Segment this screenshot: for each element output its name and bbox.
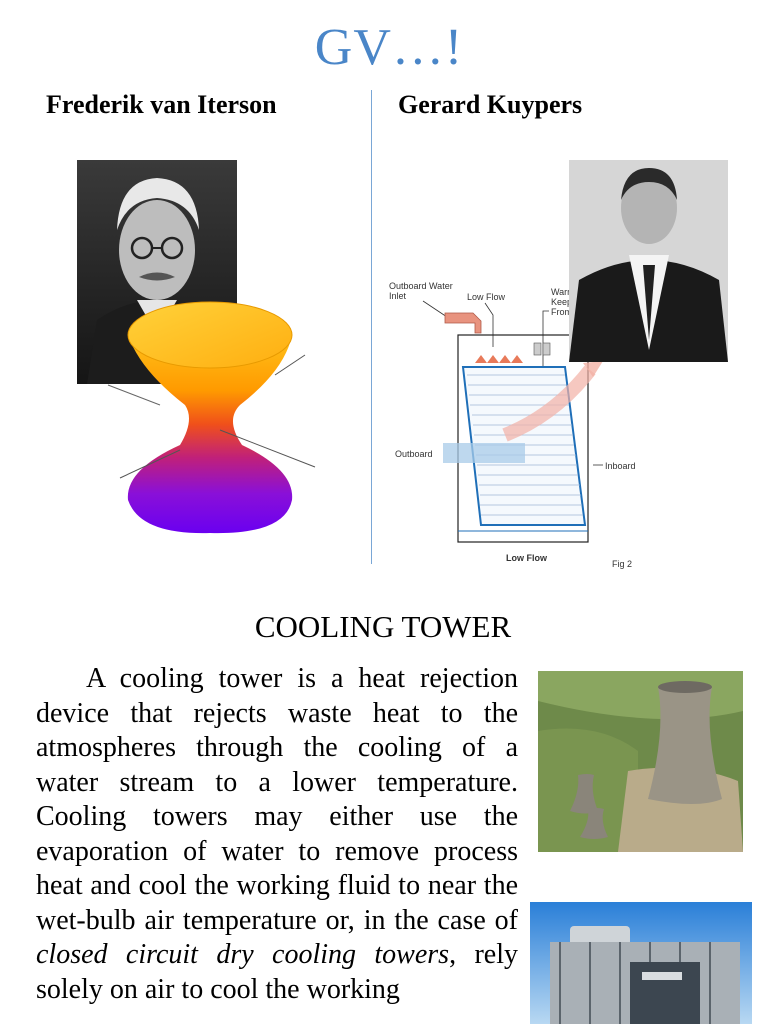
diagram-label-warm-1: Warr <box>551 287 570 297</box>
diagram-label-warm-2: Keep <box>551 297 572 307</box>
section-title: COOLING TOWER <box>254 609 512 644</box>
diagram-label-inboard: Inboard <box>605 461 636 471</box>
paragraph-tail: , rely solely on air to cool the working <box>36 939 519 1005</box>
diagram-label-warm-3: From <box>551 307 572 317</box>
cooling-tower-aerial-photo <box>538 671 743 852</box>
cooling-tower-unit-photo <box>530 902 752 1024</box>
diagram-label-inlet: Inlet <box>389 291 407 301</box>
paragraph-lead: A cooling tower is a heat rejection devi… <box>36 663 518 936</box>
diagram-label-outboard: Outboard <box>395 449 433 459</box>
diagram-label-low-flow-bottom: Low Flow <box>506 553 548 563</box>
column-divider <box>371 90 372 564</box>
paragraph-italic: closed circuit dry cooling towers <box>36 939 450 970</box>
portrait-photo-right <box>569 160 728 362</box>
section-paragraph: A cooling tower is a heat rejection devi… <box>36 662 518 1007</box>
page-title: GV…! <box>314 19 464 76</box>
person-name-right: Gerard Kuypers <box>398 90 583 119</box>
cooling-tower-diagram: Outboard Water Inlet Low Flow Warr Keep … <box>389 281 636 569</box>
person-name-left: Frederik van Iterson <box>46 90 277 119</box>
diagram-label-low-flow-top: Low Flow <box>467 292 506 302</box>
diagram-figure-label: Fig 2 <box>612 559 632 569</box>
diagram-label-outboard-water: Outboard Water <box>389 281 453 291</box>
hyperboloid-illustration <box>107 301 316 534</box>
